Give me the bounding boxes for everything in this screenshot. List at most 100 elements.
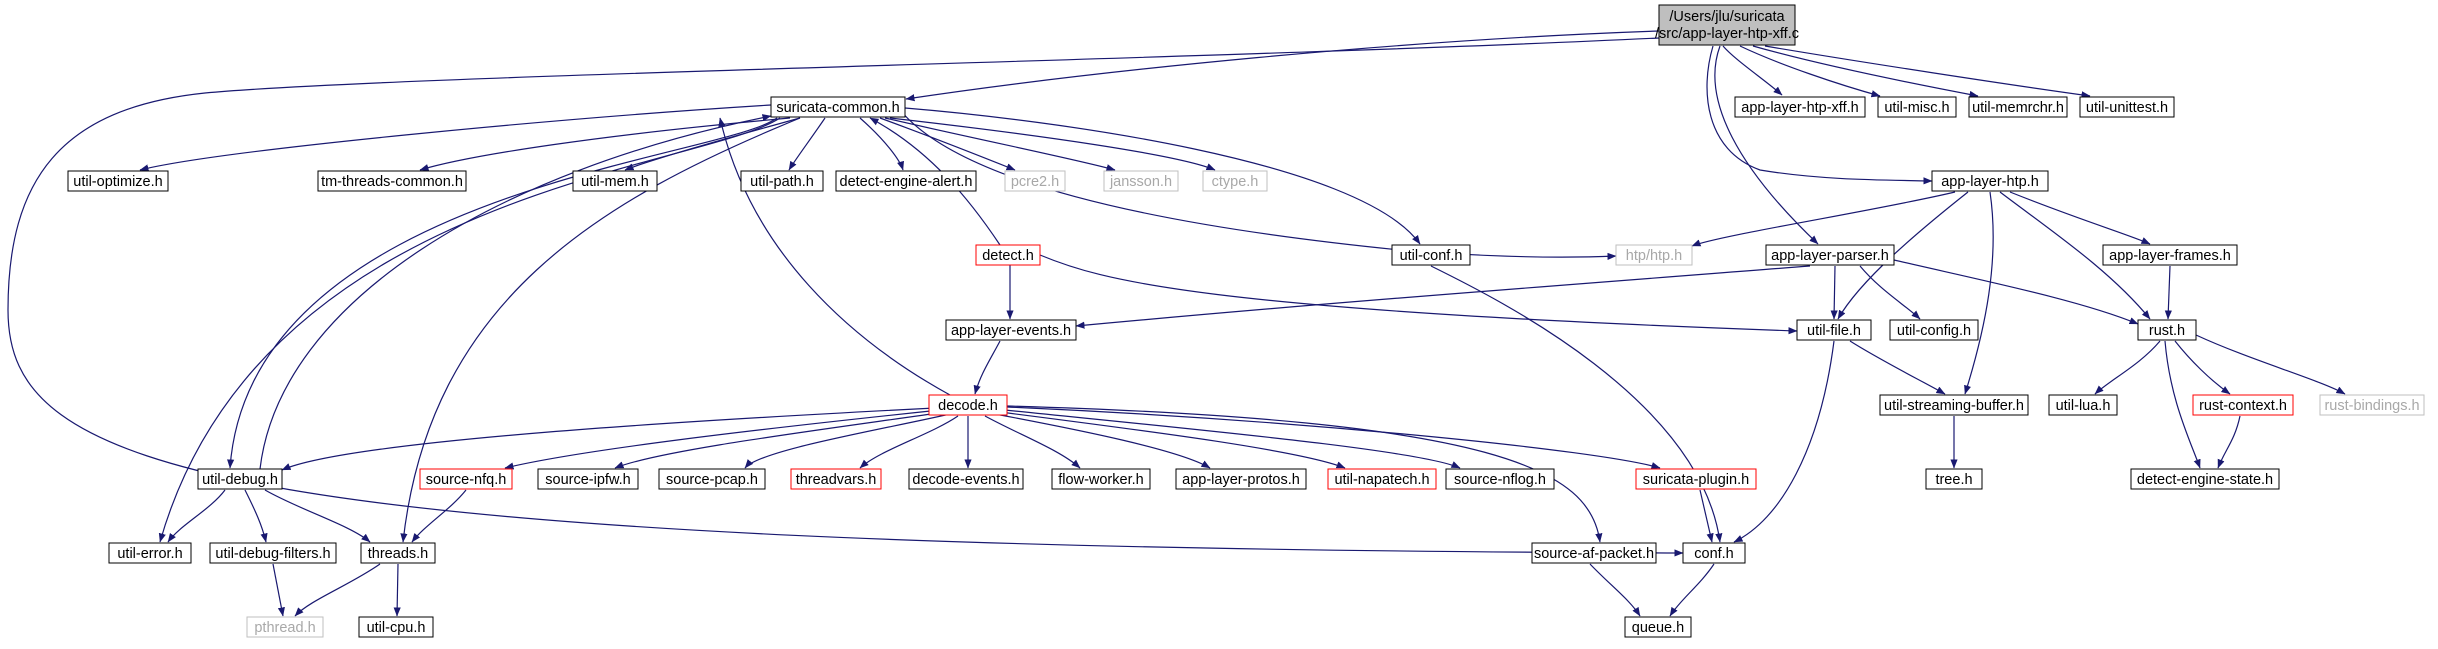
node-app-layer-htp-xff[interactable]: app-layer-htp-xff.h	[1734, 96, 1866, 118]
node-source-pcap[interactable]: source-pcap.h	[658, 468, 766, 490]
node-util-misc[interactable]: util-misc.h	[1877, 96, 1957, 118]
node-util-debug[interactable]: util-debug.h	[197, 468, 283, 490]
include-edge	[2164, 265, 2172, 320]
node-suricata-common[interactable]: suricata-common.h	[770, 96, 906, 118]
include-edge	[1004, 409, 1461, 469]
node-app-layer-parser[interactable]: app-layer-parser.h	[1765, 244, 1895, 266]
include-edge	[788, 117, 826, 171]
node-label: util-mem.h	[581, 174, 649, 190]
node-detect-engine-alert[interactable]: detect-engine-alert.h	[835, 170, 977, 192]
node-label: pthread.h	[254, 620, 315, 636]
node-ctype[interactable]: ctype.h	[1202, 170, 1268, 192]
node-detect-engine-state[interactable]: detect-engine-state.h	[2130, 468, 2280, 490]
include-edge	[1739, 45, 1881, 98]
node-util-lua[interactable]: util-lua.h	[2048, 394, 2118, 416]
node-util-cpu[interactable]: util-cpu.h	[358, 616, 434, 638]
include-edge	[973, 340, 1001, 395]
node-tm-threads-common[interactable]: tm-threads-common.h	[317, 170, 467, 192]
node-queue[interactable]: queue.h	[1624, 616, 1692, 638]
include-edge	[1752, 45, 1979, 98]
node-app-layer-events[interactable]: app-layer-events.h	[945, 319, 1077, 341]
node-util-optimize[interactable]: util-optimize.h	[67, 170, 169, 192]
node-jansson[interactable]: jansson.h	[1103, 170, 1179, 192]
node-label: app-layer-protos.h	[1182, 472, 1300, 488]
node-label: detect.h	[982, 248, 1034, 264]
node-label: util-optimize.h	[73, 174, 162, 190]
node-source-nfq[interactable]: source-nfq.h	[419, 468, 513, 490]
node-util-unittest[interactable]: util-unittest.h	[2079, 96, 2175, 118]
node-threadvars[interactable]: threadvars.h	[790, 468, 882, 490]
node-app-layer-frames[interactable]: app-layer-frames.h	[2102, 244, 2238, 266]
node-label: pcre2.h	[1011, 174, 1059, 190]
include-edge	[1999, 191, 2151, 320]
node-util-mem[interactable]: util-mem.h	[572, 170, 658, 192]
node-util-debug-filters[interactable]: util-debug-filters.h	[209, 542, 337, 564]
include-edge	[411, 489, 467, 543]
node-util-file[interactable]: util-file.h	[1796, 319, 1872, 341]
include-edge	[859, 117, 904, 171]
node-pcre2[interactable]: pcre2.h	[1004, 170, 1066, 192]
node-decode-events[interactable]: decode-events.h	[908, 468, 1024, 490]
root-file-node[interactable]: /Users/jlu/suricata /src/app-layer-htp-x…	[1655, 4, 1799, 46]
include-edge	[2009, 191, 2151, 245]
node-app-layer-protos[interactable]: app-layer-protos.h	[1175, 468, 1307, 490]
node-util-error[interactable]: util-error.h	[108, 542, 192, 564]
node-util-napatech[interactable]: util-napatech.h	[1327, 468, 1437, 490]
include-edge	[905, 30, 1660, 102]
include-edge	[1589, 563, 1641, 617]
include-edge	[7, 37, 1684, 557]
node-util-memrchr[interactable]: util-memrchr.h	[1968, 96, 2068, 118]
include-edge	[1430, 265, 1723, 543]
node-source-ipfw[interactable]: source-ipfw.h	[537, 468, 639, 490]
node-label: util-file.h	[1807, 323, 1861, 339]
node-util-conf[interactable]: util-conf.h	[1391, 244, 1471, 266]
node-rust-bindings[interactable]: rust-bindings.h	[2319, 394, 2425, 416]
node-label: rust-bindings.h	[2324, 398, 2419, 414]
include-edge	[1722, 45, 1783, 96]
node-pthread[interactable]: pthread.h	[246, 616, 324, 638]
node-label: decode-events.h	[912, 472, 1019, 488]
node-util-path[interactable]: util-path.h	[740, 170, 824, 192]
node-label: decode.h	[938, 398, 998, 414]
node-label: rust.h	[2149, 323, 2185, 339]
include-edge	[2164, 340, 2201, 469]
include-edge	[899, 109, 1617, 260]
node-detect[interactable]: detect.h	[975, 244, 1041, 266]
include-edge	[227, 117, 778, 469]
node-tree[interactable]: tree.h	[1925, 468, 1983, 490]
include-edge	[272, 563, 285, 617]
include-edge	[1964, 191, 1994, 395]
node-label: detect-engine-alert.h	[840, 174, 973, 190]
node-app-layer-htp[interactable]: app-layer-htp.h	[1931, 170, 2049, 192]
node-rust-context[interactable]: rust-context.h	[2192, 394, 2294, 416]
node-conf[interactable]: conf.h	[1682, 542, 1746, 564]
include-edge	[1714, 45, 1819, 245]
node-label: queue.h	[1632, 620, 1684, 636]
include-edge	[1006, 405, 1603, 543]
node-source-nflog[interactable]: source-nflog.h	[1445, 468, 1555, 490]
node-suricata-plugin[interactable]: suricata-plugin.h	[1635, 468, 1757, 490]
node-label: suricata-plugin.h	[1643, 472, 1749, 488]
node-label: util-debug-filters.h	[215, 546, 330, 562]
root-file-line-1: /Users/jlu/suricata	[1669, 9, 1785, 25]
node-util-streaming-buffer[interactable]: util-streaming-buffer.h	[1879, 394, 2029, 416]
include-edge	[999, 411, 1346, 469]
node-label: source-af-packet.h	[1534, 546, 1654, 562]
node-flow-worker[interactable]: flow-worker.h	[1051, 468, 1151, 490]
node-source-af-packet[interactable]: source-af-packet.h	[1531, 542, 1657, 564]
node-label: util-unittest.h	[2086, 100, 2168, 116]
node-rust[interactable]: rust.h	[2137, 319, 2197, 341]
node-threads[interactable]: threads.h	[360, 542, 436, 564]
node-label: ctype.h	[1212, 174, 1259, 190]
node-label: util-lua.h	[2056, 398, 2111, 414]
node-decode[interactable]: decode.h	[928, 394, 1008, 416]
include-edge	[158, 117, 781, 543]
include-edge	[259, 114, 772, 470]
node-htp-htp[interactable]: htp/htp.h	[1615, 244, 1693, 266]
include-edge	[1706, 45, 1933, 185]
dependency-edges	[7, 30, 2346, 617]
node-label: rust-context.h	[2199, 398, 2287, 414]
node-label: threadvars.h	[796, 472, 877, 488]
node-util-config[interactable]: util-config.h	[1889, 319, 1979, 341]
